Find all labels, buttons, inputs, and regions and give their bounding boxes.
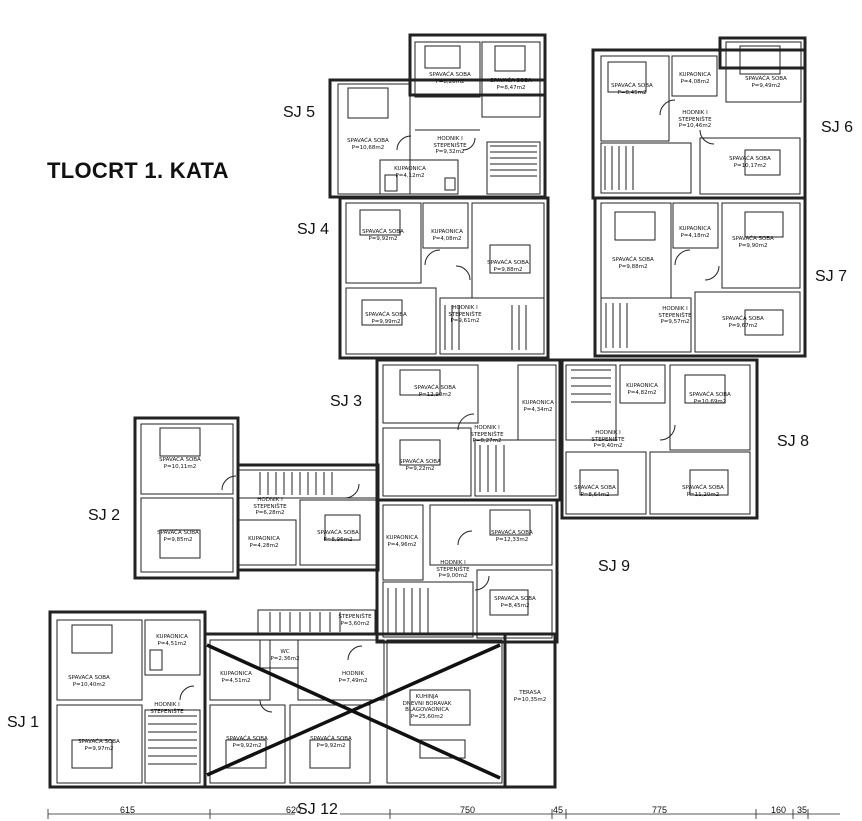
room-label-sj3-soba1: SPAVAĆA SOBA P=12,90m2 [414,385,456,398]
unit-sj4-walls [338,196,550,360]
room-label-sj9-soba2: SPAVAĆA SOBA P=8,45m2 [494,596,536,609]
room-label-sj12-hodnik: HODNIK P=7,49m2 [338,671,368,684]
cross-out-marks [206,643,501,780]
room-label-sj1-kupaonica: KUPAONICA P=4,51m2 [156,634,188,647]
room-label-sj6-soba2: SPAVAĆA SOBA P=9,49m2 [745,76,787,89]
room-label-sj2-soba1: SPAVAĆA SOBA P=10,11m2 [159,457,201,470]
dimension-label-3: 750 [460,805,476,815]
room-label-sj8-soba3: SPAVAĆA SOBA P=11,20m2 [682,485,724,498]
room-label-sj2-hodnik: HODNIK I STEPENIŠTE P=6,28m2 [253,497,287,516]
room-label-sj9-kupaonica: KUPAONICA P=4,96m2 [386,535,418,548]
room-label-sj6-soba3: SPAVAĆA SOBA P=10,17m2 [729,156,771,169]
room-label-sj12-stepeniste: STEPENIŠTE P=3,60m2 [338,614,372,627]
room-label-sj5-soba3: SPAVAĆA SOBA P=10,68m2 [347,138,389,151]
drawing-title: TLOCRT 1. KATA [47,158,229,183]
dimension-label-6: 160 [771,805,787,815]
unit-label-sj12: SJ 12 [295,801,340,819]
dimension-line [47,809,840,819]
room-label-sj12-soba1: SPAVAĆA SOBA P=9,92m2 [226,736,268,749]
room-label-sj3-hodnik: HODNIK I STEPENIŠTE P=8,27m2 [470,425,504,444]
room-label-sj12-wc: WC P=2,36m2 [270,649,300,662]
unit-sj2-walls [133,416,380,580]
room-label-sj12-kuhinja: KUHINJA DNEVNI BORAVAK BLAGOVAONICA P=25… [402,694,452,720]
room-label-sj2-soba2: SPAVAĆA SOBA P=9,85m2 [157,530,199,543]
room-label-sj1-hodnik: HODNIK I STEPENIŠTE [150,702,184,715]
room-label-sj5-hodnik: HODNIK I STEPENIŠTE P=9,32m2 [433,136,467,155]
unit-label-sj8: SJ 8 [777,433,810,450]
room-label-sj12-terasa: TERASA P=10,35m2 [513,690,547,703]
room-label-sj1-soba2: SPAVAĆA SOBA P=9,97m2 [78,739,120,752]
unit-label-sj7: SJ 7 [815,268,848,285]
room-label-sj8-soba2: SPAVAĆA SOBA P=8,64m2 [574,485,616,498]
room-label-sj6-kupaonica: KUPAONICA P=4,08m2 [679,72,711,85]
room-label-sj8-kupaonica: KUPAONICA P=4,82m2 [626,383,658,396]
dimension-label-5: 775 [652,805,668,815]
room-label-sj7-soba2: SPAVAĆA SOBA P=9,90m2 [732,236,774,249]
room-label-sj3-kupaonica: KUPAONICA P=4,34m2 [522,400,554,413]
room-label-sj2-soba3: SPAVAĆA SOBA P=8,96m2 [317,530,359,543]
room-label-sj4-kupaonica: KUPAONICA P=4,08m2 [431,229,463,242]
unit-label-sj1: SJ 1 [7,714,40,731]
unit-sj8-walls [560,358,759,520]
room-label-sj12-kupaonica: KUPAONICA P=4,51m2 [220,671,252,684]
room-label-sj4-soba2: SPAVAĆA SOBA P=9,88m2 [487,260,529,273]
dimension-label-4: 45 [553,805,564,815]
room-label-sj7-kupaonica: KUPAONICA P=4,18m2 [679,226,711,239]
room-label-sj2-kupaonica: KUPAONICA P=4,28m2 [248,536,280,549]
dimension-label-7: 35 [797,805,808,815]
room-label-sj9-hodnik: HODNIK I STEPENIŠTE P=9,00m2 [436,560,470,579]
unit-sj7-walls [593,196,807,358]
room-label-sj7-hodnik: HODNIK I STEPENIŠTE P=9,57m2 [658,306,692,325]
unit-label-sj6: SJ 6 [821,119,854,136]
unit-label-sj9: SJ 9 [598,558,631,575]
dimension-label-2: 620 [286,805,302,815]
room-label-sj8-soba1: SPAVAĆA SOBA P=10,69m2 [689,392,731,405]
room-label-sj7-soba3: SPAVAĆA SOBA P=9,67m2 [722,316,764,329]
unit-sj9-walls [375,498,559,644]
unit-sj12-walls [203,609,557,789]
room-label-sj12-soba2: SPAVAĆA SOBA P=9,92m2 [310,736,352,749]
room-label-sj3-soba2: SPAVAĆA SOBA P=9,22m2 [399,459,441,472]
room-label-sj6-hodnik: HODNIK I STEPENIŠTE P=10,46m2 [678,110,712,129]
room-label-sj7-soba1: SPAVAĆA SOBA P=9,88m2 [612,257,654,270]
room-label-sj4-soba1: SPAVAĆA SOBA P=9,92m2 [362,229,404,242]
room-label-sj1-soba1: SPAVAĆA SOBA P=10,40m2 [68,675,110,688]
room-label-sj8-hodnik: HODNIK I STEPENIŠTE P=9,40m2 [591,430,625,449]
room-label-sj5-kupaonica: KUPAONICA P=4,12m2 [394,166,426,179]
room-label-sj9-soba1: SPAVAĆA SOBA P=12,33m2 [491,530,533,543]
room-label-sj6-soba1: SPAVAĆA SOBA P=8,45m2 [611,83,653,96]
room-label-sj5-soba1: SPAVAĆA SOBA P=8,28m2 [429,72,471,85]
unit-label-sj4: SJ 4 [297,221,330,238]
dimension-label-1: 615 [120,805,136,815]
unit-label-sj3: SJ 3 [330,393,363,410]
unit-label-sj2: SJ 2 [88,507,121,524]
room-label-sj4-hodnik: HODNIK I STEPENIŠTE P=9,61m2 [448,305,482,324]
room-label-sj5-soba2: SPAVAĆA SOBA P=8,47m2 [490,78,532,91]
unit-label-sj5: SJ 5 [283,104,316,121]
room-label-sj4-soba3: SPAVAĆA SOBA P=9,99m2 [365,312,407,325]
